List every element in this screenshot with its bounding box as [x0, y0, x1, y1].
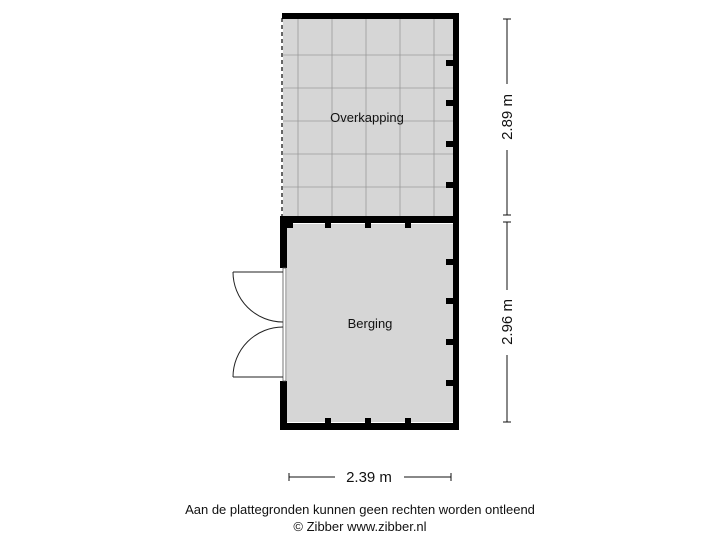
- dimension-bottom-height: [503, 221, 511, 423]
- overkapping-floor: [283, 18, 453, 216]
- berging-bottom-wall: [280, 423, 459, 430]
- double-door: [232, 271, 284, 378]
- dimension-width: [288, 473, 452, 481]
- berging-top-wall: [280, 216, 459, 223]
- copyright-text: © Zibber www.zibber.nl: [293, 519, 427, 534]
- berging-right-wall: [453, 216, 459, 430]
- room-overkapping: Overkapping: [281, 13, 459, 218]
- room-berging: Berging: [232, 216, 459, 430]
- berging-left-wall-lower: [280, 381, 287, 430]
- overkapping-label: Overkapping: [330, 110, 404, 125]
- overkapping-grid: [283, 18, 453, 216]
- top-height-label: 2.89 m: [499, 94, 516, 140]
- overkapping-right-wall: [453, 13, 459, 218]
- dimension-top-height: [503, 18, 511, 216]
- berging-left-wall-upper: [280, 216, 287, 268]
- door-frame: [282, 267, 287, 382]
- overkapping-top-wall: [282, 13, 459, 19]
- berging-posts: [287, 223, 453, 423]
- disclaimer-text: Aan de plattegronden kunnen geen rechten…: [185, 502, 535, 517]
- width-label: 2.39 m: [346, 469, 392, 486]
- overkapping-posts: [446, 60, 453, 188]
- berging-label: Berging: [348, 316, 393, 331]
- berging-floor: [287, 224, 453, 422]
- bottom-height-label: 2.96 m: [499, 299, 516, 345]
